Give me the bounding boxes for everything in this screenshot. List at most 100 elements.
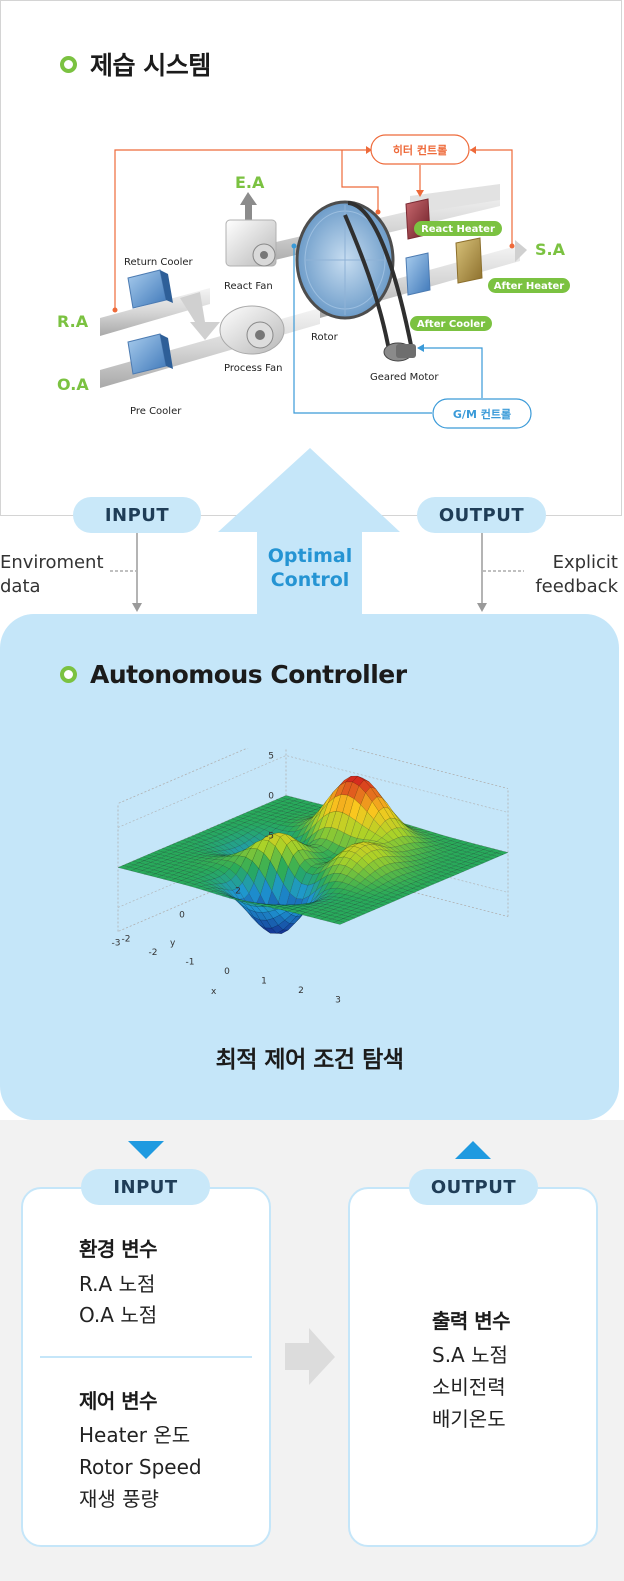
bullet-ring-icon bbox=[60, 55, 77, 73]
plot-grid-line bbox=[117, 795, 509, 868]
ra-label: R.A bbox=[57, 312, 89, 331]
surface-patch bbox=[342, 916, 356, 921]
after-heater-tag bbox=[488, 278, 570, 293]
gm-control-pill bbox=[432, 398, 532, 429]
process-fan-label: Process Fan bbox=[224, 363, 282, 374]
right-arrow-icon bbox=[285, 1328, 335, 1385]
plot-grid-line bbox=[117, 755, 509, 828]
optimal-control-arrow bbox=[218, 448, 400, 616]
y-tick-label: -2 bbox=[122, 935, 131, 945]
z-tick-label: 0 bbox=[268, 792, 274, 802]
output-pill-bottom: OUTPUT bbox=[409, 1169, 538, 1205]
after-cooler-tag bbox=[410, 316, 492, 331]
oa-label: O.A bbox=[57, 375, 89, 394]
return-cooler-coil bbox=[127, 269, 173, 309]
bullet-ring-icon bbox=[60, 666, 77, 683]
y-axis-label: y bbox=[170, 939, 176, 949]
system-title: 제습 시스템 bbox=[60, 46, 211, 82]
plot-grid-line bbox=[117, 835, 509, 908]
x-tick-label: 0 bbox=[224, 967, 230, 977]
x-tick-label: 1 bbox=[261, 977, 267, 987]
geared-motor bbox=[383, 342, 416, 362]
x-tick-label: -2 bbox=[149, 948, 158, 958]
x-axis-label: x bbox=[211, 987, 217, 997]
z-tick-label: -5 bbox=[265, 832, 274, 842]
surface-patch bbox=[421, 881, 435, 887]
env-var-item: O.A 노점 bbox=[79, 1303, 158, 1327]
surface-patch bbox=[441, 873, 455, 878]
out-vars-title: 출력 변수 bbox=[432, 1309, 511, 1333]
card-divider bbox=[40, 1356, 252, 1358]
ea-label: E.A bbox=[235, 173, 265, 192]
z-tick-label: 5 bbox=[268, 752, 274, 762]
out-var-item: 소비전력 bbox=[432, 1375, 506, 1399]
plot-box-line bbox=[117, 859, 287, 932]
ctrl-var-item: 재생 풍량 bbox=[79, 1487, 159, 1511]
rotor-label: Rotor bbox=[311, 332, 339, 343]
surface-patch bbox=[352, 912, 366, 917]
react-fan-label: React Fan bbox=[224, 281, 273, 292]
controller-title: Autonomous Controller bbox=[60, 660, 407, 689]
out-var-item: S.A 노점 bbox=[432, 1343, 508, 1367]
ctrl-var-item: Rotor Speed bbox=[79, 1455, 202, 1479]
pre-cooler-coil bbox=[127, 333, 173, 375]
explicit-feedback-note: Explicit feedback bbox=[535, 552, 618, 597]
pre-cooler-label: Pre Cooler bbox=[130, 406, 182, 417]
rotor bbox=[295, 200, 395, 320]
plot-box-line bbox=[285, 731, 509, 789]
svg-text:React Heater: React Heater bbox=[421, 224, 495, 235]
return-bend bbox=[180, 292, 220, 340]
return-cooler-label: Return Cooler bbox=[124, 257, 194, 268]
output-card bbox=[348, 1187, 598, 1547]
surface-patch bbox=[332, 920, 346, 925]
ctrl-vars-title: 제어 변수 bbox=[79, 1389, 158, 1413]
react-fan bbox=[225, 219, 277, 267]
surface-patch bbox=[347, 914, 361, 919]
input-pill-top: INPUT bbox=[73, 497, 201, 533]
svg-text:After Heater: After Heater bbox=[494, 281, 565, 292]
plot-box-line bbox=[117, 731, 287, 804]
heater-control-label: 히터 컨트롤 bbox=[393, 143, 447, 157]
surface-patch bbox=[377, 901, 390, 906]
env-vars-title: 환경 변수 bbox=[79, 1237, 158, 1261]
geared-motor-label: Geared Motor bbox=[370, 372, 439, 383]
environment-data-note: Enviroment data bbox=[0, 552, 104, 597]
surface-patch bbox=[337, 918, 351, 923]
ctrl-var-item: Heater 온도 bbox=[79, 1423, 191, 1447]
x-tick-label: -1 bbox=[186, 958, 195, 968]
process-fan bbox=[219, 305, 285, 355]
heater-control-pill bbox=[370, 134, 470, 165]
surface-patch bbox=[431, 877, 445, 883]
surface-patch bbox=[362, 907, 376, 912]
y-tick-label: 0 bbox=[179, 911, 185, 921]
x-tick-label: -3 bbox=[112, 939, 121, 949]
out-var-item: 배기온도 bbox=[432, 1407, 506, 1431]
controller-title-text: Autonomous Controller bbox=[90, 660, 407, 689]
y-tick-label: 2 bbox=[235, 887, 241, 897]
surface-patch bbox=[426, 879, 440, 885]
sa-label: S.A bbox=[535, 240, 566, 259]
react-heater-tag bbox=[414, 221, 502, 236]
down-arrow-icon bbox=[128, 1141, 164, 1159]
system-title-text: 제습 시스템 bbox=[90, 51, 211, 80]
input-pill-bottom: INPUT bbox=[81, 1169, 210, 1205]
dehumidifier-diagram: 히터 컨트롤 G/M 컨트롤 React Heater After Heater… bbox=[57, 134, 570, 429]
x-tick-label: 3 bbox=[335, 996, 341, 1006]
after-cooler-coil bbox=[405, 252, 431, 296]
after-heater-coil bbox=[455, 237, 483, 284]
surface-patch bbox=[382, 899, 395, 904]
gm-control-lines bbox=[293, 246, 483, 414]
output-pill-top: OUTPUT bbox=[417, 497, 546, 533]
up-arrow-icon bbox=[455, 1141, 491, 1159]
controller-subtitle: 최적 제어 조건 탐색 bbox=[215, 1047, 404, 1073]
optimal-control-label: Optimal Control bbox=[267, 545, 353, 591]
svg-text:After Cooler: After Cooler bbox=[417, 319, 485, 330]
flow-connectors bbox=[110, 448, 524, 616]
gm-control-label: G/M 컨트롤 bbox=[453, 407, 511, 421]
input-card bbox=[21, 1187, 271, 1547]
x-tick-label: 2 bbox=[298, 986, 304, 996]
env-var-item: R.A 노점 bbox=[79, 1272, 156, 1296]
surface-patch bbox=[451, 869, 465, 874]
